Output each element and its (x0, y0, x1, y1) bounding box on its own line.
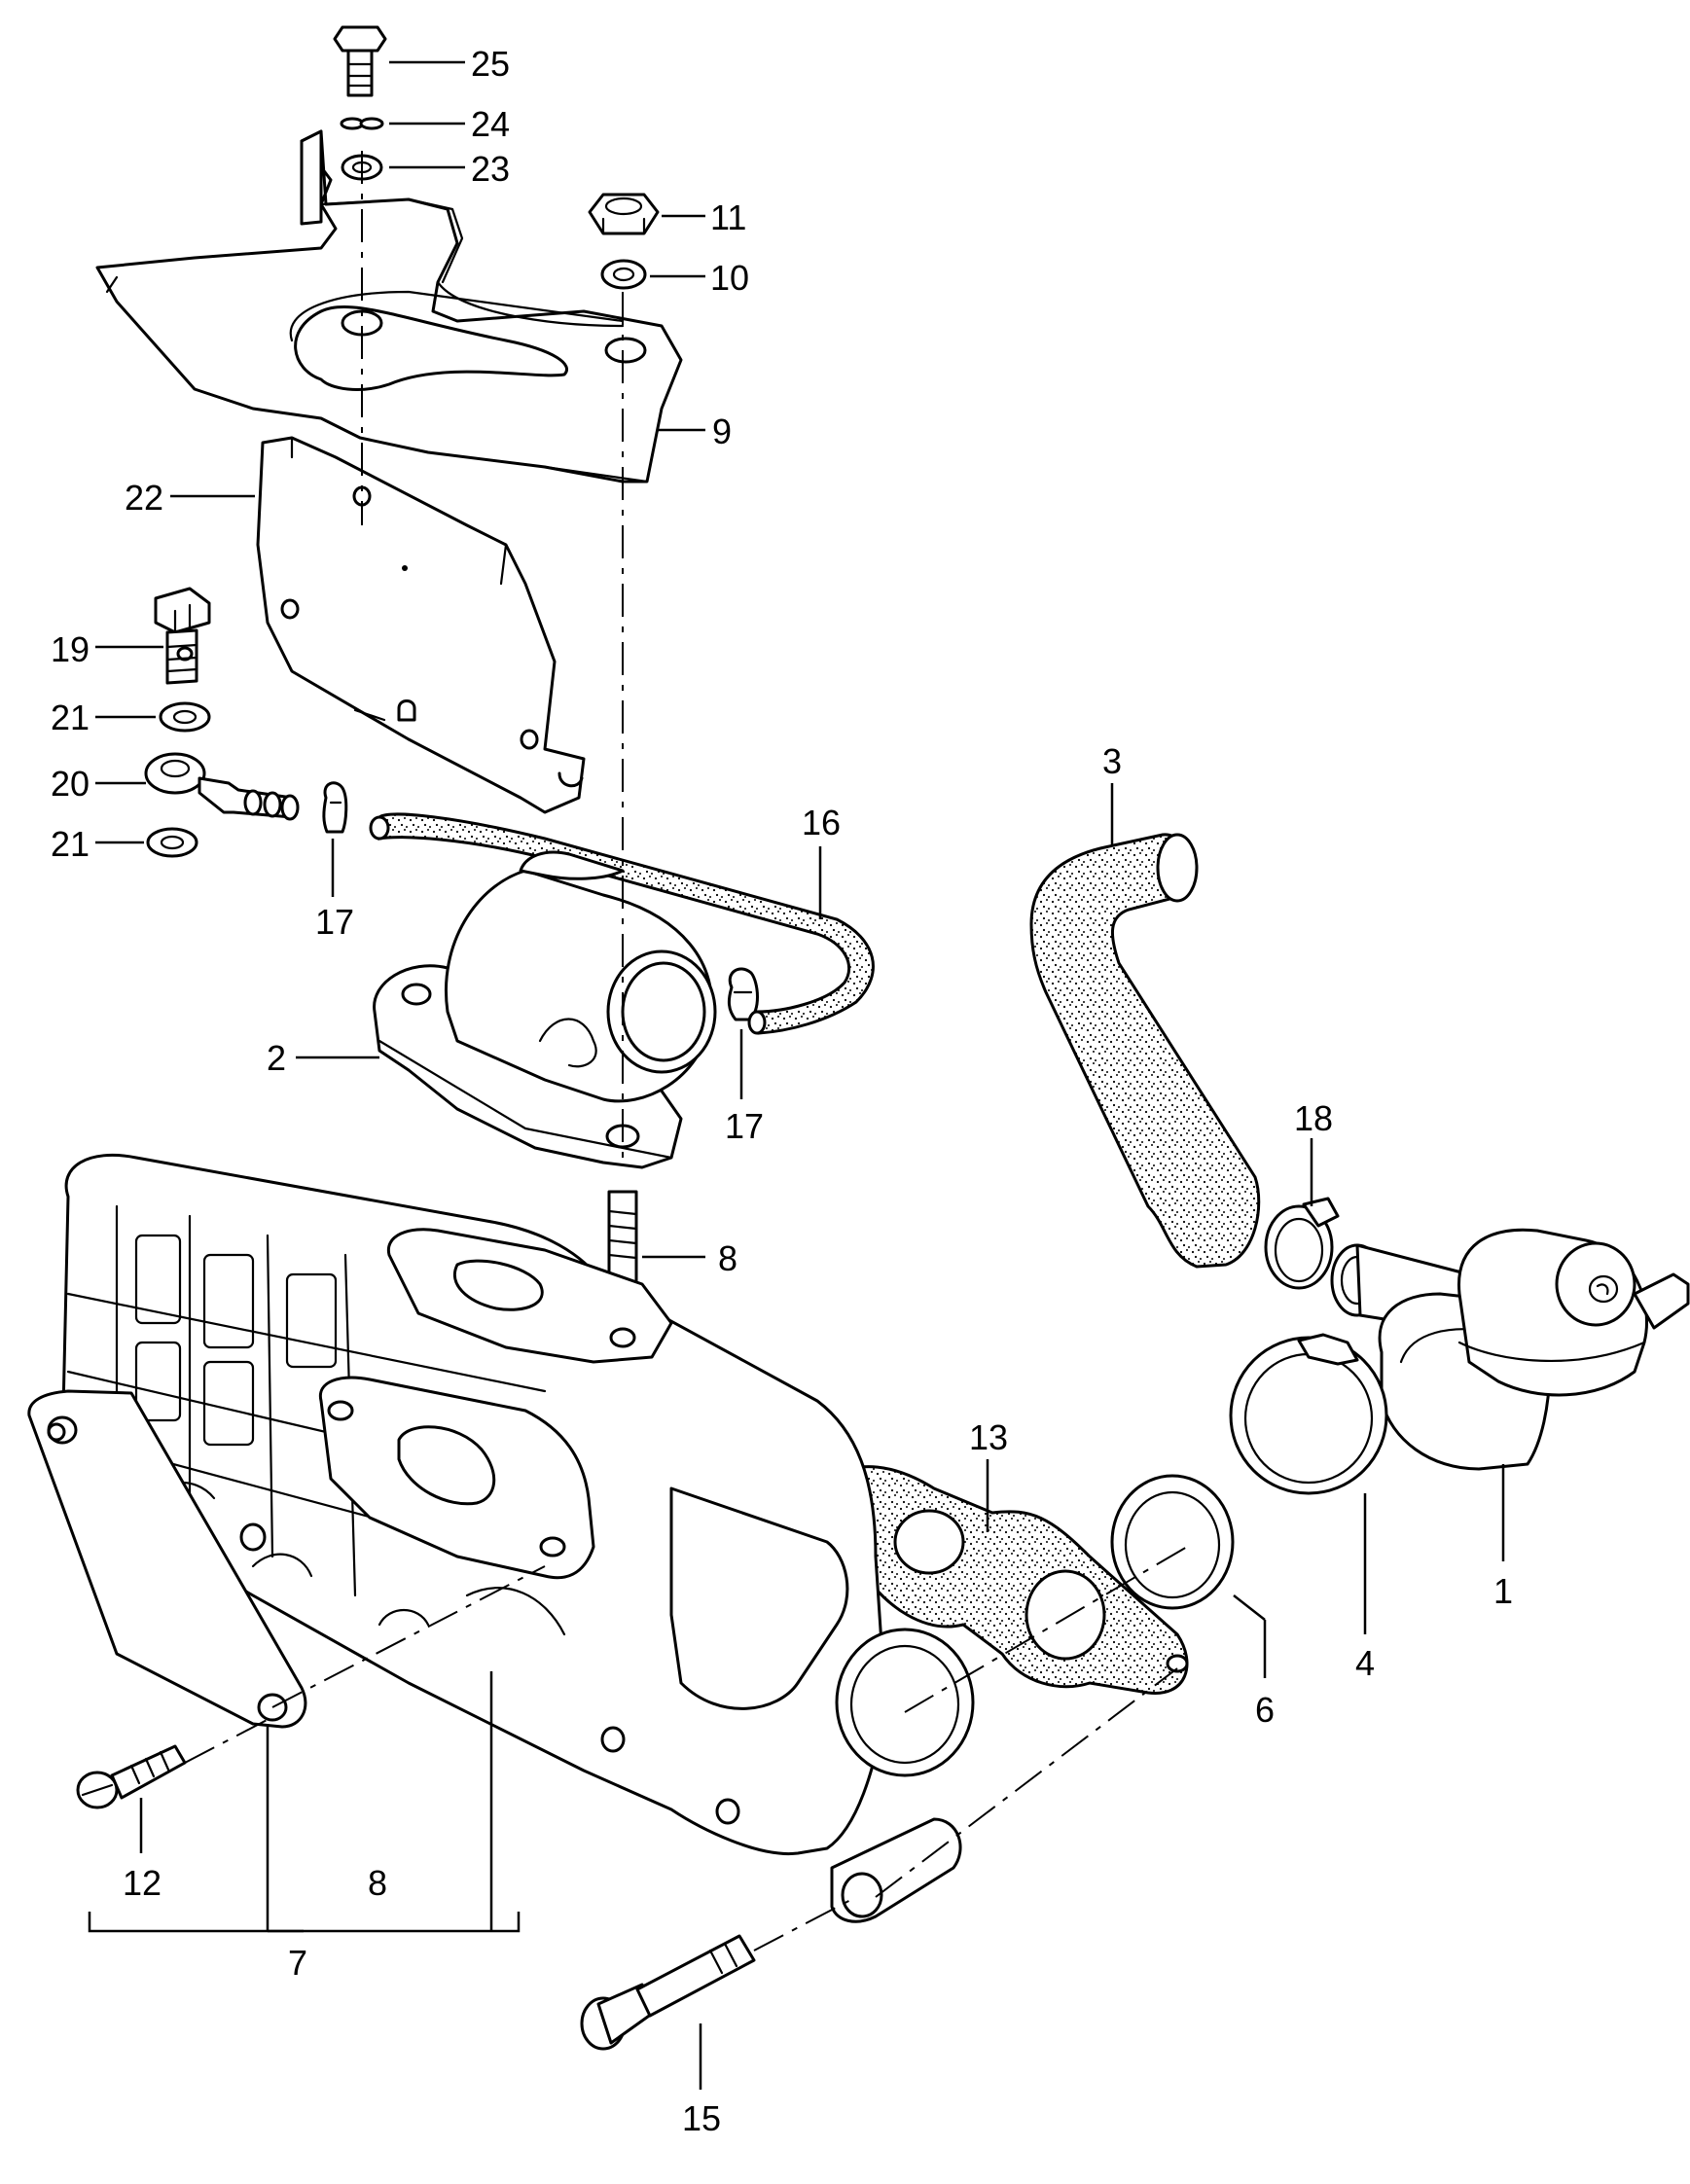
hose-3 (1029, 833, 1261, 1269)
axis-cover (271, 1565, 546, 1708)
label-19: 19 (51, 629, 90, 669)
label-7: 7 (288, 1943, 307, 1983)
hose-clip-17-upper (322, 781, 348, 834)
o-ring-6 (1110, 1474, 1235, 1610)
elbow-flange-2 (373, 850, 717, 1169)
clamp-4 (1229, 1333, 1388, 1495)
heat-shield-9 (95, 129, 683, 483)
label-24: 24 (471, 104, 510, 144)
label-4: 4 (1355, 1643, 1375, 1683)
label-9: 9 (712, 412, 732, 451)
label-1: 1 (1493, 1571, 1513, 1611)
washer-10 (600, 259, 647, 290)
label-15: 15 (682, 2098, 721, 2138)
hose-16 (369, 812, 875, 1035)
label-13: 13 (969, 1417, 1008, 1457)
label-23: 23 (471, 149, 510, 189)
nut-11 (588, 193, 660, 235)
label-17-upper: 17 (315, 902, 354, 942)
label-25: 25 (471, 44, 510, 84)
washer-21-upper (159, 701, 211, 733)
axis-outlet (875, 1667, 1178, 1898)
gasket-13 (830, 1465, 1189, 1695)
hose-clip-17-lower (727, 967, 759, 1021)
heat-shield-22 (256, 436, 586, 814)
cover-plate-7 (27, 1389, 307, 1729)
spring-washer-24 (340, 117, 384, 130)
label-20: 20 (51, 764, 90, 804)
label-11: 11 (710, 197, 746, 237)
bolt-15 (580, 1934, 756, 2051)
screw-12 (76, 1744, 187, 1809)
label-12: 12 (123, 1863, 162, 1903)
label-22: 22 (125, 478, 163, 518)
intake-manifold (61, 1153, 975, 1923)
thermostat-housing-1 (1330, 1228, 1690, 1471)
part-labels: 25 24 23 11 10 9 22 19 21 20 21 17 16 3 … (51, 44, 1513, 2138)
label-8-bracket: 8 (368, 1863, 387, 1903)
axis-bolt15 (753, 1896, 857, 1951)
bolt-25 (333, 25, 387, 97)
label-8-stud: 8 (718, 1238, 737, 1278)
leader-lines (88, 60, 1505, 2090)
label-10: 10 (710, 258, 749, 298)
label-2: 2 (267, 1038, 286, 1078)
label-16: 16 (802, 803, 841, 842)
axis-outlet-upper (904, 1546, 1188, 1713)
label-17-lower: 17 (725, 1106, 764, 1146)
label-21-lower: 21 (51, 824, 90, 864)
label-21-upper: 21 (51, 698, 90, 737)
label-3: 3 (1102, 741, 1122, 781)
washer-21-lower (146, 827, 198, 858)
hose-clamp-18 (1264, 1197, 1340, 1290)
banjo-bolt-19 (154, 587, 211, 685)
label-6: 6 (1255, 1690, 1275, 1730)
label-18: 18 (1294, 1098, 1333, 1138)
banjo-fitting-20 (144, 752, 300, 821)
axis-screw (184, 1716, 273, 1764)
